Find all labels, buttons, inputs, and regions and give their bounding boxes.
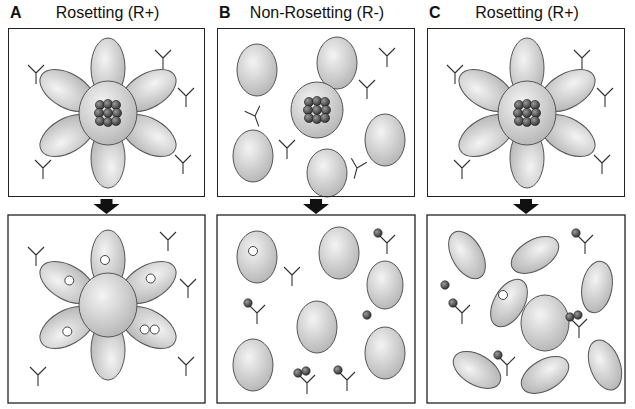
antibody <box>279 140 295 159</box>
merozoite <box>566 313 574 321</box>
red-blood-cell <box>233 130 273 182</box>
antibody <box>346 158 366 180</box>
merozoite <box>363 311 371 319</box>
ring-stage <box>146 274 155 283</box>
antibody <box>175 155 191 174</box>
antibody <box>180 279 196 298</box>
antibody <box>284 267 300 286</box>
merozoite <box>449 299 457 307</box>
antibody <box>566 311 587 338</box>
red-blood-cell <box>367 261 403 309</box>
red-blood-cell <box>317 37 357 89</box>
panel-frame <box>427 215 625 403</box>
antibody <box>30 367 46 386</box>
antibody <box>447 65 463 84</box>
antibody <box>597 88 613 107</box>
panel-frame <box>8 215 205 403</box>
red-blood-cell <box>237 231 277 283</box>
ring-stage <box>499 291 508 300</box>
panel-letter: A <box>10 4 22 22</box>
merozoite <box>334 366 342 374</box>
antibody <box>574 50 590 69</box>
merozoite <box>294 369 302 377</box>
red-blood-cell <box>521 295 569 351</box>
ring-stage <box>140 325 149 334</box>
red-blood-cell <box>498 81 556 145</box>
red-blood-cell <box>578 259 617 315</box>
merozoite <box>374 229 382 237</box>
antibody <box>494 351 515 376</box>
antibody <box>160 232 176 251</box>
panel-box: ARosetting (R+) <box>8 28 205 197</box>
panel-title: Rosetting (R+) <box>475 4 579 22</box>
antibody <box>178 357 194 376</box>
red-blood-cell <box>515 349 575 401</box>
panel-box: CRosetting (R+) <box>427 28 625 197</box>
merozoite <box>103 108 112 117</box>
down-arrow <box>303 199 329 214</box>
red-blood-cell <box>297 301 337 353</box>
antibody <box>28 247 44 266</box>
red-blood-cell <box>233 339 273 391</box>
antibody <box>374 229 395 254</box>
antibody <box>359 80 375 99</box>
red-blood-cell <box>291 82 343 138</box>
merozoite <box>522 108 531 117</box>
merozoite <box>530 116 539 125</box>
antibody <box>35 160 51 179</box>
antibody <box>178 88 194 107</box>
red-blood-cell <box>79 273 137 337</box>
merozoite <box>320 113 329 122</box>
antibody <box>454 160 470 179</box>
red-blood-cell <box>79 81 137 145</box>
antibody <box>244 299 265 324</box>
antibody <box>449 299 470 324</box>
ring-stage <box>150 325 159 334</box>
panel-box: BNon-Rosetting (R-) <box>217 28 415 197</box>
red-blood-cell <box>319 227 359 279</box>
antibody <box>334 366 355 391</box>
merozoite <box>494 351 502 359</box>
merozoite <box>312 105 321 114</box>
red-blood-cell <box>582 335 628 394</box>
panel-letter: B <box>219 4 231 22</box>
antibody <box>379 48 395 67</box>
merozoite <box>244 299 252 307</box>
antibody <box>294 367 315 394</box>
red-blood-cell <box>365 114 405 166</box>
red-blood-cell <box>365 327 405 379</box>
panel-title: Rosetting (R+) <box>56 4 160 22</box>
antibody <box>594 155 610 174</box>
antibody <box>245 106 267 129</box>
red-blood-cell <box>505 229 565 281</box>
ring-stage <box>101 256 110 265</box>
merozoite <box>111 116 120 125</box>
down-arrow <box>513 199 539 214</box>
merozoite <box>574 311 582 319</box>
panel-title: Non-Rosetting (R-) <box>250 4 384 22</box>
merozoite <box>441 281 449 289</box>
ring-stage <box>249 247 258 256</box>
panel-letter: C <box>429 4 441 22</box>
down-arrow <box>94 199 120 214</box>
merozoite <box>572 229 580 237</box>
red-blood-cell <box>237 44 277 96</box>
ring-stage <box>63 327 72 336</box>
panel-frame <box>217 215 415 403</box>
antibody <box>28 65 44 84</box>
antibody <box>155 50 171 69</box>
red-blood-cell <box>441 225 493 285</box>
merozoite <box>302 367 310 375</box>
antibody <box>572 229 593 254</box>
red-blood-cell <box>307 149 347 197</box>
ring-stage <box>65 276 74 285</box>
red-blood-cell <box>447 344 507 396</box>
